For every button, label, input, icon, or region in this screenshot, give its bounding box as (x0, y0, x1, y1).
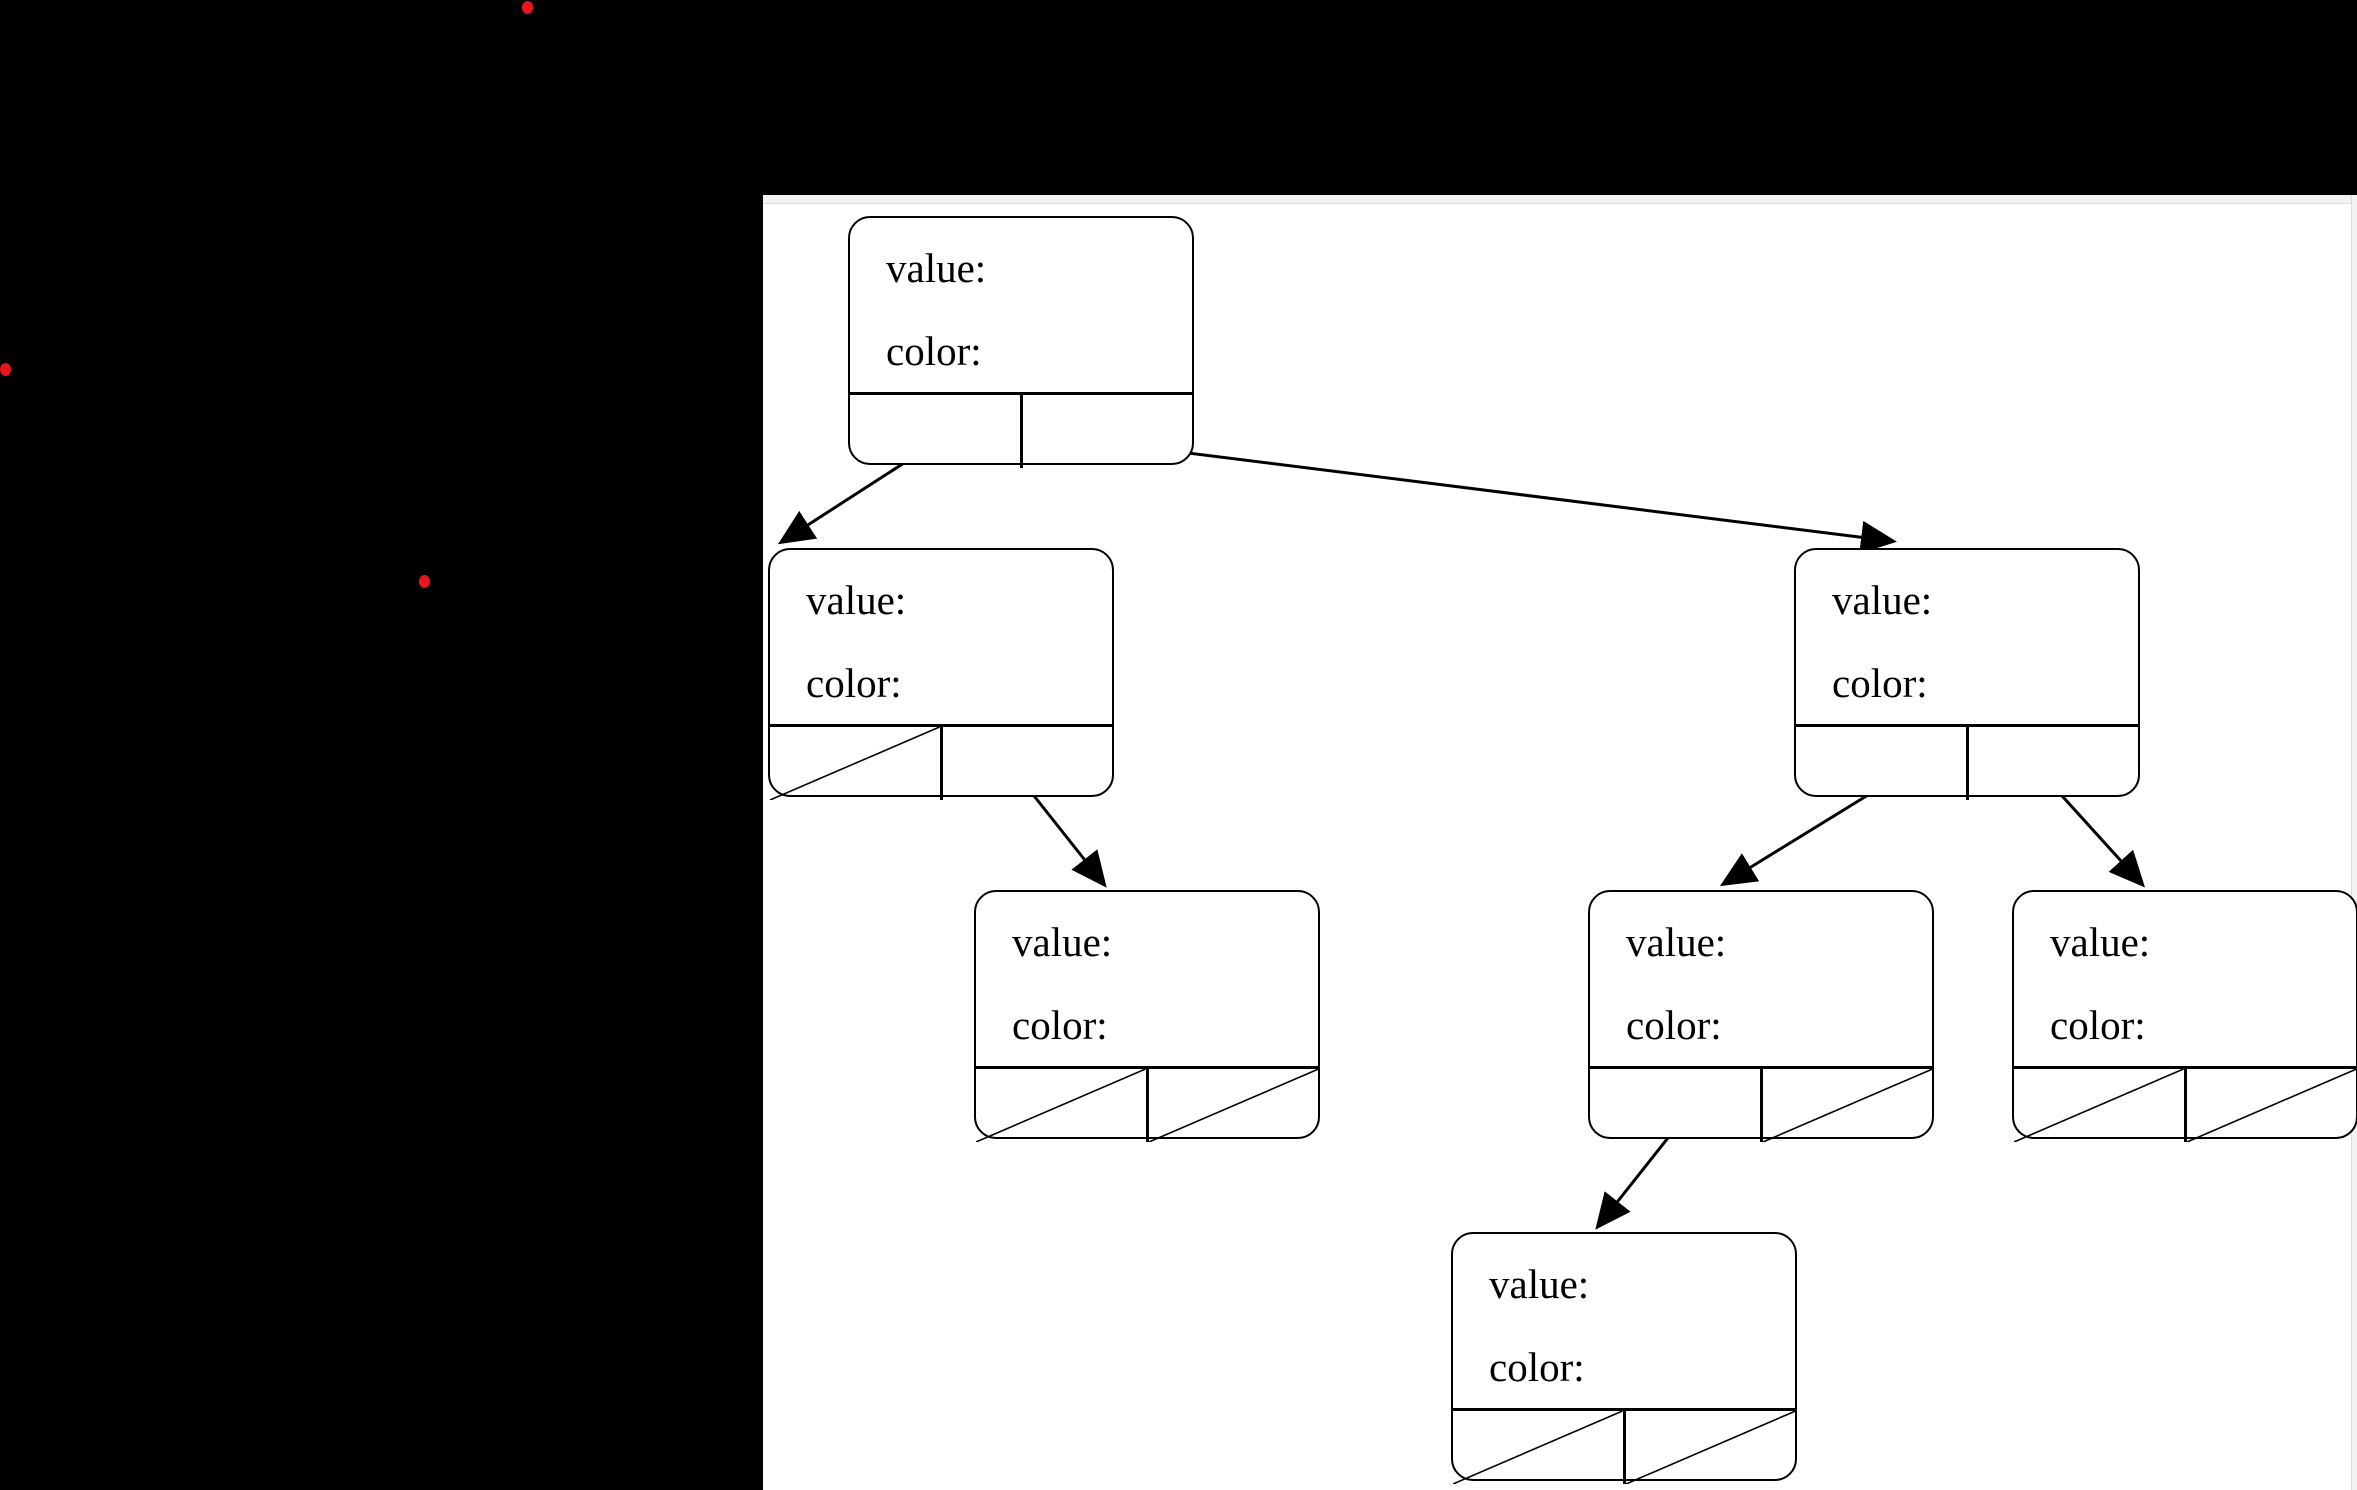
node-right-left[interactable]: value: color: (1588, 890, 1934, 1142)
node-left-right-fields: value: color: (976, 892, 1318, 1066)
edge-right-right (2052, 785, 2146, 888)
node-right-left-left-right-pointer-null[interactable] (1626, 1411, 1796, 1484)
marker-dot-left (0, 363, 11, 376)
node-left-right-color-label: color: (1012, 1002, 1108, 1048)
edge-root-right (1107, 441, 1897, 554)
node-left-right-pointer[interactable] (943, 727, 1113, 800)
node-right-left-fields: value: color: (1590, 892, 1932, 1066)
node-left-left-pointer-null[interactable] (770, 727, 943, 800)
node-right-left-left-fields: value: color: (1453, 1234, 1795, 1408)
node-right-left-left-value-label: value: (1489, 1261, 1590, 1307)
node-root-left-pointer[interactable] (850, 395, 1023, 468)
node-right-right-right-pointer-null[interactable] (2187, 1069, 2357, 1142)
canvas-scrollbar[interactable] (2351, 195, 2357, 1490)
node-left-pointer-bar (770, 724, 1112, 800)
node-left-right-right-pointer-null[interactable] (1149, 1069, 1319, 1142)
node-root-pointer-bar (850, 392, 1192, 468)
node-root-color-label: color: (886, 328, 982, 374)
node-left-right-pointer-bar (976, 1066, 1318, 1142)
node-root-value-label: value: (886, 245, 987, 291)
node-right-right-value-label: value: (2050, 919, 2151, 965)
marker-dot-middle (419, 575, 430, 588)
node-left-right[interactable]: value: color: (974, 890, 1320, 1142)
node-right-right-left-pointer-null[interactable] (2014, 1069, 2187, 1142)
node-right-left-left-pointer-bar (1453, 1408, 1795, 1484)
node-left-color-label: color: (806, 660, 902, 706)
node-right-left-left-left-pointer-null[interactable] (1453, 1411, 1626, 1484)
node-right-right-pointer-bar (2014, 1066, 2356, 1142)
node-right-left-left[interactable]: value: color: (1451, 1232, 1797, 1484)
canvas-top-edge (763, 195, 2357, 204)
node-right-left-right-pointer-null[interactable] (1763, 1069, 1933, 1142)
node-left-right-left-pointer-null[interactable] (976, 1069, 1149, 1142)
node-left[interactable]: value: color: (768, 548, 1114, 800)
node-right-right-color-label: color: (2050, 1002, 2146, 1048)
node-right-right-pointer[interactable] (1969, 727, 2139, 800)
node-root-right-pointer[interactable] (1023, 395, 1193, 468)
edge-left-right (1025, 786, 1107, 888)
node-left-value-label: value: (806, 577, 907, 623)
diagram-canvas[interactable]: value: color: value: color: (763, 195, 2357, 1490)
node-right-fields: value: color: (1796, 550, 2138, 724)
node-right-right-fields: value: color: (2014, 892, 2356, 1066)
node-right-right[interactable]: value: color: (2012, 890, 2357, 1142)
node-right-left-pointer-bar (1590, 1066, 1932, 1142)
node-right-left-pointer[interactable] (1796, 727, 1969, 800)
node-right-color-label: color: (1832, 660, 1928, 706)
node-right-value-label: value: (1832, 577, 1933, 623)
edge-right-left (1719, 785, 1882, 887)
node-right-left-value-label: value: (1626, 919, 1727, 965)
node-right-left-left-color-label: color: (1489, 1344, 1585, 1390)
node-left-fields: value: color: (770, 550, 1112, 724)
node-right-left-left-pointer[interactable] (1590, 1069, 1763, 1142)
node-right-left-color-label: color: (1626, 1002, 1722, 1048)
edge-right-left-to-child (1595, 1128, 1677, 1230)
node-root[interactable]: value: color: (848, 216, 1194, 468)
node-right[interactable]: value: color: (1794, 548, 2140, 800)
marker-dot-top (522, 1, 533, 14)
node-left-right-value-label: value: (1012, 919, 1113, 965)
node-root-fields: value: color: (850, 218, 1192, 392)
node-right-pointer-bar (1796, 724, 2138, 800)
